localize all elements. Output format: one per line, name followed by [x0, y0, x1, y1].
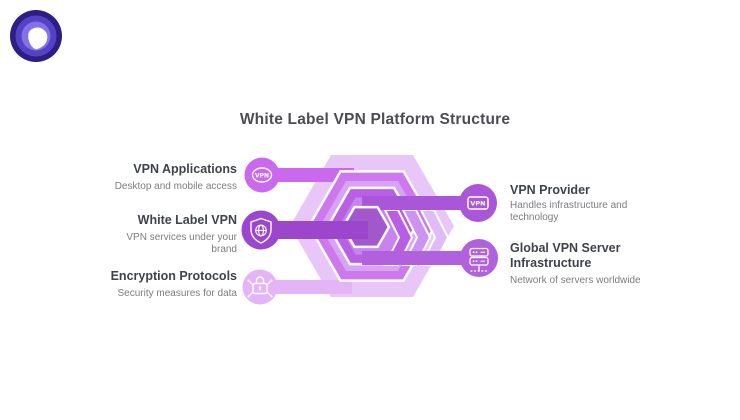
node-subtitle: Network of servers worldwide [510, 275, 641, 286]
node-title: White Label VPN [137, 213, 237, 227]
shield-globe-icon [250, 217, 272, 244]
node-subtitle: Desktop and mobile access [114, 181, 237, 192]
node-white-label-vpn: White Label VPN VPN services under your … [77, 213, 237, 255]
connector-encryption [260, 280, 352, 294]
connector-vpn-provider [362, 196, 478, 210]
connector-server [362, 251, 478, 265]
vpn-badge-label: VPN [255, 172, 269, 179]
page-title: White Label VPN Platform Structure [239, 111, 511, 128]
circle-vpn-applications [244, 157, 280, 193]
connector-vpn-applications [262, 168, 354, 182]
connector-white-label [262, 221, 368, 239]
server-icon [469, 247, 489, 272]
node-subtitle: Handles infrastructure and technology [510, 200, 628, 223]
vpn-box-icon: VPN [467, 196, 489, 210]
purevpn-logo-icon [10, 10, 62, 62]
node-title: Global VPN Server Infrastructure [510, 241, 621, 270]
vpn-box-label: VPN [470, 200, 485, 208]
circuit-lock-icon [247, 276, 273, 298]
node-title: VPN Provider [510, 183, 590, 197]
circle-vpn-provider [459, 184, 497, 222]
node-subtitle: Security measures for data [117, 288, 238, 299]
node-vpn-provider: VPN Provider Handles infrastructure and … [510, 183, 680, 223]
node-title: VPN Applications [133, 162, 237, 176]
vpn-badge-icon: VPN [251, 167, 273, 183]
node-global-vpn-server: Global VPN Server Infrastructure Network… [510, 241, 685, 287]
logo-pick-shape [28, 27, 48, 50]
node-title: Encryption Protocols [110, 269, 237, 283]
node-encryption-protocols: Encryption Protocols Security measures f… [67, 269, 237, 300]
node-vpn-applications: VPN Applications Desktop and mobile acce… [77, 162, 237, 193]
node-subtitle: VPN services under your brand [126, 232, 237, 255]
